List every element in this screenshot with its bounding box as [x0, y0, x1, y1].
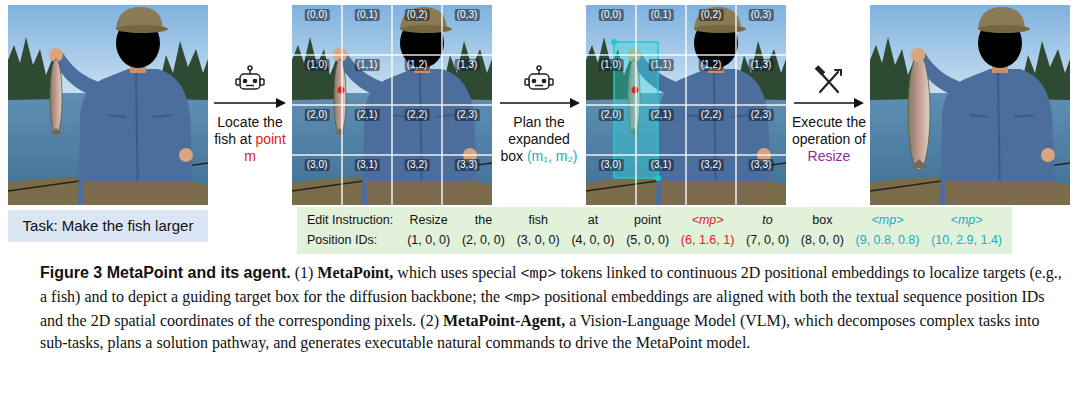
task-text: Task: Make the fish larger [23, 217, 194, 235]
position-id: (9, 0.8, 0.8) [856, 233, 920, 248]
instruction-token: Edit Instruction: [307, 213, 393, 228]
grid-label: (1,1) [355, 59, 380, 71]
grid-label: (0,3) [455, 9, 480, 21]
instruction-token: <mp> [872, 213, 904, 228]
caption-text: <mp> [504, 290, 540, 307]
instruction-token: the [475, 213, 492, 228]
instruction-token: to [762, 213, 772, 228]
position-id: (8, 0, 0) [801, 233, 844, 248]
position-id: (10, 2.9, 1.4) [931, 233, 1002, 248]
step-text: Execute the operation of Resize [786, 114, 872, 165]
step-arrow [214, 98, 864, 108]
grid-label: (3,1) [355, 159, 380, 171]
instruction-token: Resize [410, 213, 448, 228]
grid-label: (0,2) [699, 9, 724, 21]
position-id: (3, 0, 0) [517, 233, 560, 248]
robot-icon [236, 66, 553, 89]
photo-panel-grid [586, 5, 786, 205]
grid-label: (2,2) [405, 109, 430, 121]
grid-label: (0,0) [599, 9, 624, 21]
caption-text: <mp> [520, 266, 556, 283]
grid-label: (2,3) [455, 109, 480, 121]
task-box: Task: Make the fish larger [8, 210, 208, 242]
step-text: (m₁, m₂) [527, 148, 578, 164]
step-text: Locate the fish at point m [207, 114, 293, 165]
grid-label: (2,3) [749, 109, 774, 121]
tools-icon [815, 65, 841, 92]
grid-label: (3,0) [305, 159, 330, 171]
position-id: (1, 0, 0) [407, 233, 450, 248]
grid-label: (3,1) [649, 159, 674, 171]
grid-label: (2,0) [305, 109, 330, 121]
position-id: (4, 0, 0) [571, 233, 614, 248]
photo-panel [8, 5, 208, 205]
grid-label: (1,0) [305, 59, 330, 71]
position-id: (7, 0, 0) [746, 233, 789, 248]
step-text: Resize [808, 148, 851, 164]
grid-label: (3,2) [699, 159, 724, 171]
instruction-token: <mp> [951, 213, 983, 228]
figure-caption: Figure 3 MetaPoint and its agent. (1) Me… [40, 262, 1065, 354]
instruction-token: fish [528, 213, 547, 228]
grid-label: (3,2) [405, 159, 430, 171]
step-text: Execute the operation of [792, 114, 866, 147]
position-id: (6, 1.6, 1) [681, 233, 735, 248]
grid-label: (0,1) [649, 9, 674, 21]
position-id: (2, 0, 0) [462, 233, 505, 248]
position-id: Position IDs: [307, 233, 377, 248]
grid-label: (0,3) [749, 9, 774, 21]
grid-label: (2,2) [699, 109, 724, 121]
grid-label: (2,0) [599, 109, 624, 121]
grid-label: (3,3) [455, 159, 480, 171]
grid-label: (2,1) [355, 109, 380, 121]
grid-label: (0,1) [355, 9, 380, 21]
grid-label: (1,2) [405, 59, 430, 71]
grid-label: (1,1) [649, 59, 674, 71]
caption-text: (2) [420, 312, 439, 329]
grid-label: (1,3) [455, 59, 480, 71]
grid-label: (1,0) [599, 59, 624, 71]
instruction-token: at [588, 213, 598, 228]
grid-label: (1,3) [749, 59, 774, 71]
caption-title: Figure 3 MetaPoint and its agent. [40, 264, 291, 281]
step-text: Plan the expanded box (m₁, m₂) [496, 114, 582, 165]
instruction-token: <mp> [692, 213, 724, 228]
caption-text: which uses special [397, 264, 516, 281]
caption-text: MetaPoint-Agent, [443, 312, 565, 329]
position-id: (5, 0, 0) [626, 233, 669, 248]
grid-label: (2,1) [649, 109, 674, 121]
grid-label: (0,2) [405, 9, 430, 21]
grid-label: (0,0) [305, 9, 330, 21]
photo-panel-grid [292, 5, 492, 205]
instruction-token: point [634, 213, 661, 228]
photo-panel [870, 5, 1070, 205]
instruction-box: Edit Instruction: Resize the fish at point <mp… [297, 207, 1012, 254]
instruction-token: box [812, 213, 832, 228]
grid-label: (3,3) [749, 159, 774, 171]
caption-text: MetaPoint, [317, 264, 393, 281]
caption-text: (1) [295, 264, 314, 281]
grid-label: (3,0) [599, 159, 624, 171]
grid-label: (1,2) [699, 59, 724, 71]
